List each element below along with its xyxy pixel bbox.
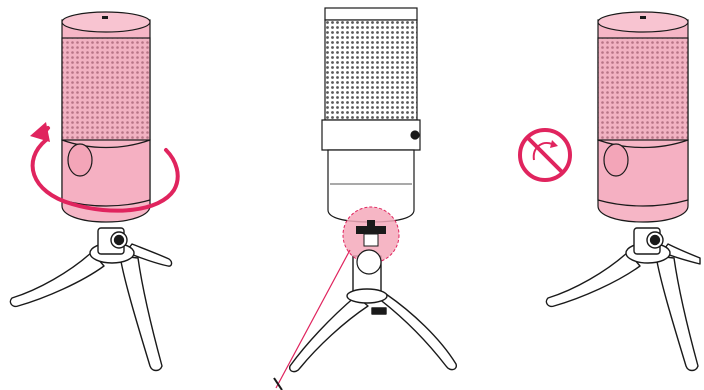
- no-rotate-icon: [520, 130, 570, 180]
- panel-rotate-microphone: [10, 12, 177, 371]
- microphone-white-center: [322, 8, 420, 222]
- tripod-stand-right: [546, 228, 700, 371]
- detail-callout-icon: [343, 207, 399, 274]
- tripod-stand-left: [10, 228, 171, 371]
- microphone-pink-left: [62, 12, 150, 222]
- panel-do-not-rotate: [520, 12, 700, 371]
- panel-mount-detail: [274, 8, 456, 390]
- microphone-pink-right: [598, 12, 688, 222]
